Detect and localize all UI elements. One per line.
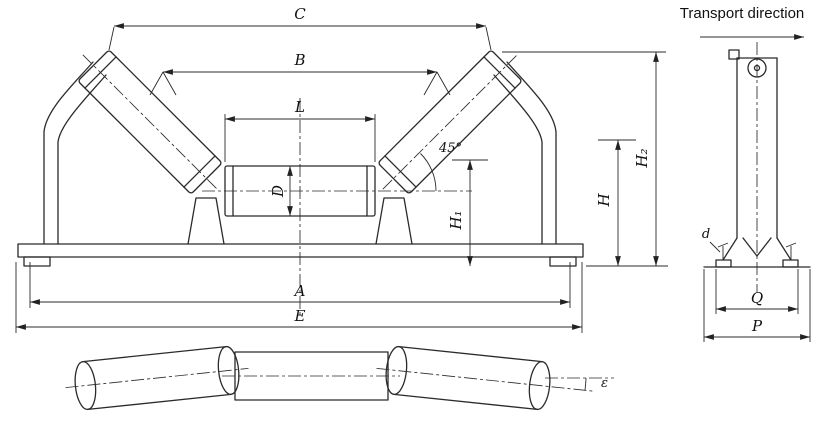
dim-E: E bbox=[15, 262, 583, 333]
front-view: C B L D 45° bbox=[15, 5, 668, 333]
inner-stands bbox=[187, 197, 413, 245]
dim-Q: Q bbox=[715, 269, 799, 314]
dim-A: A bbox=[29, 262, 571, 308]
dim-H1: H₁ bbox=[447, 159, 488, 266]
center-roller bbox=[202, 165, 472, 217]
right-roller bbox=[378, 50, 522, 194]
transport-direction-label: Transport direction bbox=[680, 5, 805, 22]
dim-d-label: d bbox=[702, 227, 710, 242]
dim-D: D bbox=[269, 166, 293, 216]
dim-P-label: P bbox=[751, 317, 763, 335]
right-stand bbox=[493, 61, 557, 245]
dim-H2: H₂ bbox=[502, 51, 666, 266]
plan-view: ε bbox=[65, 345, 614, 411]
dim-B-label: B bbox=[293, 51, 305, 69]
angle-epsilon-label: ε bbox=[601, 376, 608, 391]
dim-B: B bbox=[149, 51, 451, 96]
anchor-bolts bbox=[717, 242, 797, 260]
dim-Q-label: Q bbox=[751, 289, 763, 307]
idler-frame-column bbox=[728, 42, 778, 292]
plan-right-roller bbox=[376, 345, 596, 411]
left-stand bbox=[43, 61, 107, 245]
side-view: Transport direction d bbox=[680, 5, 811, 342]
dim-H-label: H bbox=[595, 193, 613, 208]
dim-C: C bbox=[108, 5, 492, 51]
dim-H1-label: H₁ bbox=[447, 210, 465, 230]
column-base bbox=[703, 237, 811, 268]
plan-left-roller bbox=[65, 345, 249, 411]
dim-d: d bbox=[702, 227, 721, 253]
plan-center-roller bbox=[222, 351, 400, 401]
left-roller bbox=[78, 50, 222, 194]
base-frame bbox=[17, 243, 668, 267]
dim-C-label: C bbox=[294, 5, 306, 23]
angle-45-label: 45° bbox=[438, 141, 462, 156]
dim-L-label: L bbox=[294, 98, 305, 116]
dim-P: P bbox=[703, 269, 811, 342]
angle-epsilon: ε bbox=[545, 376, 614, 391]
dim-A-label: A bbox=[293, 282, 306, 300]
dim-D-label: D bbox=[269, 185, 287, 198]
dim-E-label: E bbox=[294, 307, 306, 325]
angle-45: 45° bbox=[420, 141, 462, 192]
dim-H2-label: H₂ bbox=[633, 148, 651, 168]
dim-H: H bbox=[595, 139, 636, 266]
dim-L: L bbox=[224, 98, 376, 162]
